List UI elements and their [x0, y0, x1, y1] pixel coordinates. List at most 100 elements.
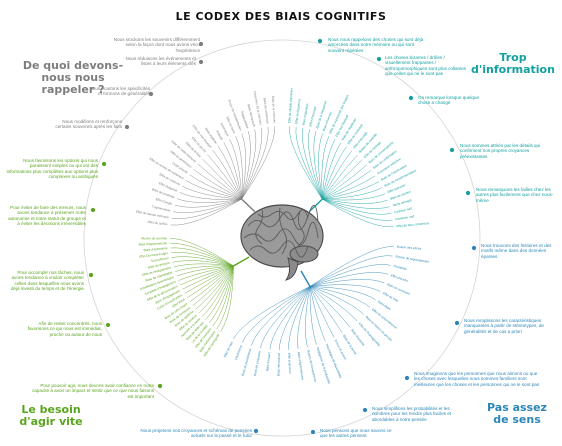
bias-branch [309, 286, 358, 322]
bias-label: Illusion de contrôle [141, 236, 167, 240]
bias-branch [192, 265, 234, 306]
bias-label: Préjugé [215, 130, 224, 141]
bias-branches [169, 126, 394, 351]
bias-label: Biais du présent [148, 261, 171, 270]
bias-branch [309, 286, 364, 315]
note-meaning-2: Nous remplissons les caractéristiques ma… [464, 318, 544, 334]
bias-branch [229, 138, 242, 200]
bias-branch [322, 198, 393, 221]
bias-branch [170, 252, 234, 267]
bias-branch [179, 192, 242, 200]
bias-label: Illusion des séries [397, 245, 422, 251]
category-dot [408, 95, 414, 101]
bias-branch [223, 142, 242, 200]
bias-branch [322, 198, 392, 215]
category-dot [404, 375, 410, 381]
bias-label: Effet de simple exposition [287, 88, 293, 124]
bias-branch [302, 127, 323, 200]
note-memory-3: Nous écartons les spécificités et formon… [89, 86, 150, 97]
note-info-5: Nous remarquons les failles chez les aut… [476, 187, 554, 203]
bias-branch [205, 265, 234, 320]
note-meaning-4: Nous simplifions les probabilités et les… [372, 406, 452, 422]
bias-label: Biais d'attention [301, 103, 309, 125]
bias-branch [309, 286, 371, 308]
bias-branch [169, 238, 234, 267]
bias-label: Effet Zeigarnik [158, 181, 178, 193]
category-dot [90, 207, 96, 213]
bias-branch [309, 286, 350, 328]
bias-branch [171, 198, 242, 219]
brain-fold [257, 209, 309, 220]
bias-label: Distorsion de la mémoire [253, 91, 263, 126]
note-info-1: Nous nous rappelons des choses qui sont … [328, 37, 424, 53]
bias-branch [322, 170, 372, 200]
bias-branch [309, 286, 326, 342]
bias-label: Effet autruche [387, 183, 406, 194]
bias-branch [202, 158, 242, 200]
note-act-1: Nous favorisons les options qui nous par… [6, 158, 98, 180]
bias-branch [241, 126, 275, 200]
bias-branch [201, 265, 234, 317]
bias-label: Cryptomnésie [151, 204, 171, 212]
bias-label: Effet de halo [382, 291, 399, 303]
bias-label: Biais de pessimisme [241, 348, 253, 376]
category-dot [124, 124, 130, 130]
bias-branch [321, 136, 330, 200]
quadrant-info-title: Trop d'information [471, 51, 555, 76]
bias-label: Effet du sexe [225, 116, 236, 134]
bias-branch [175, 265, 234, 272]
bias-label: Erreur du joueur [334, 339, 348, 361]
bias-branch [289, 126, 323, 200]
category-dot [157, 383, 163, 389]
brain-fold [249, 240, 309, 258]
bias-label: Illusion de transparence [306, 350, 317, 383]
bias-branch [241, 131, 251, 200]
bias-branch [309, 246, 394, 287]
bias-label: Biais d'impact [265, 352, 271, 371]
bias-branch [217, 145, 242, 200]
bias-label: Effet de l'éloignement [142, 266, 172, 278]
bias-branch [212, 149, 242, 200]
bias-branch [322, 154, 358, 200]
bias-branch [235, 135, 243, 200]
bias-branch [278, 286, 311, 351]
note-act-5: Pour pouvoir agir, nous devons avoir con… [31, 383, 154, 399]
bias-label: Réalisme naïf [395, 214, 414, 221]
bias-label: Déclinisme [234, 344, 243, 360]
bias-branch [220, 265, 234, 332]
bias-branch [173, 198, 242, 214]
brain-fold [279, 207, 287, 255]
bias-branch [187, 265, 234, 298]
note-memory-1: Nous stockons les souvenirs différemment… [113, 37, 200, 53]
note-act-3: Pour accomplir nos tâches, nous avons te… [10, 270, 84, 292]
bias-branch [309, 286, 335, 338]
bias-label: Illusion de regroupement [395, 254, 429, 263]
bias-label: Biais de la mémoire [271, 96, 277, 124]
branch-trunk [241, 198, 256, 213]
brain-stem [284, 257, 299, 281]
bias-branch [195, 265, 234, 310]
bias-branch [322, 142, 342, 200]
bias-label: Effet IKEA [172, 297, 187, 308]
bias-branch [322, 181, 379, 200]
bias-branch [309, 286, 343, 333]
bias-branch [193, 169, 242, 200]
bias-label: Effet de suffixe [147, 220, 168, 226]
bias-branch [322, 198, 388, 204]
brain-fold [255, 209, 263, 245]
note-info-2: Les choses bizarres / drôles / visuellem… [385, 55, 467, 77]
bias-branch [305, 286, 311, 348]
note-act-4: Afin de rester concentrés, nous favoriso… [27, 321, 102, 337]
bias-branch [171, 256, 234, 267]
bias-branch [170, 243, 234, 267]
bias-label: Biais de soutien [389, 190, 411, 201]
bias-branch [212, 265, 234, 327]
bias-branch [288, 286, 311, 350]
bias-branch [241, 133, 246, 200]
category-dot [101, 161, 107, 167]
bias-branch [180, 265, 234, 286]
bias-branch [176, 265, 234, 277]
bias-branch [189, 265, 234, 302]
quadrant-act-title: Le besoin d'agir vite [19, 403, 83, 428]
